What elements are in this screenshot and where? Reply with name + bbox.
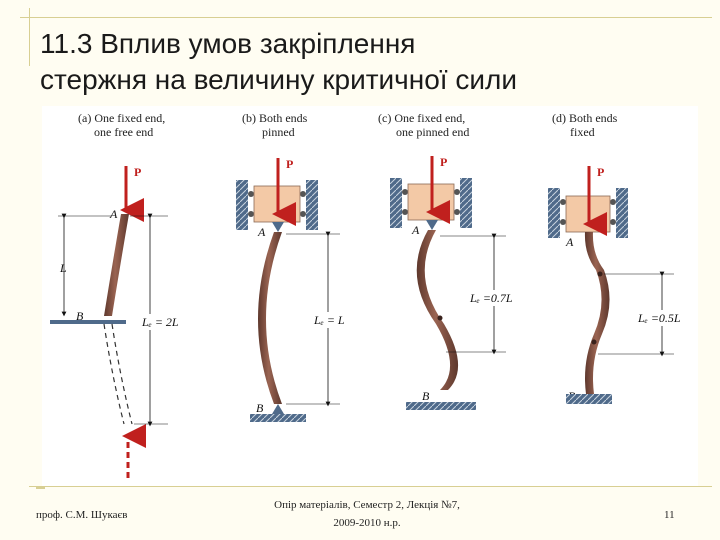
- case-b-roller: [300, 191, 306, 197]
- case-a-ground: [50, 320, 126, 324]
- case-d-wall-right: [616, 188, 628, 238]
- case-b-wall-right: [306, 180, 318, 230]
- case-a-span-label: L: [59, 261, 67, 275]
- case-d-caption-line2: fixed: [570, 125, 595, 139]
- frame-left-line: [29, 8, 30, 66]
- case-a: (a) One fixed end, one free end P A B L …: [50, 111, 184, 478]
- case-c-roller: [454, 209, 460, 215]
- footer-course-line1: Опір матеріалів, Семестр 2, Лекція №7,: [274, 499, 460, 511]
- case-d-roller: [610, 219, 616, 225]
- case-a-column: [104, 214, 129, 316]
- case-c-roller: [454, 189, 460, 195]
- case-a-caption-line2: one free end: [94, 125, 153, 139]
- case-b-wall-left: [236, 180, 248, 230]
- case-b-roller: [248, 211, 254, 217]
- case-a-caption-line1: (a) One fixed end,: [78, 111, 165, 125]
- case-c-wall-left: [390, 178, 402, 228]
- case-a-mirror-left: [103, 323, 125, 425]
- slide-title-line2: стержня на величину критичної сили: [40, 64, 517, 95]
- case-c-length-label: Lₑ =0.7L: [469, 291, 513, 305]
- footer-page-number: 11: [664, 509, 675, 521]
- footer-author: проф. С.М. Шукаєв: [36, 509, 128, 521]
- case-d-roller: [610, 199, 616, 205]
- case-d-top-label: A: [565, 235, 574, 249]
- case-b-ground: [250, 414, 306, 422]
- case-c-roller: [402, 209, 408, 215]
- case-a-top-label: A: [109, 207, 118, 221]
- case-c-force-label: P: [440, 155, 447, 169]
- footer-course: Опір матеріалів, Семестр 2, Лекція №7, 2…: [252, 496, 482, 532]
- case-c-roller: [402, 189, 408, 195]
- case-a-bottom-label: B: [76, 309, 84, 323]
- case-c-top-label: A: [411, 223, 420, 237]
- case-b-caption-line2: pinned: [262, 125, 295, 139]
- case-d-length-label: Lₑ =0.5L: [637, 311, 681, 325]
- case-b-pin-bottom: [272, 404, 284, 414]
- case-c-bottom-label: B: [422, 389, 430, 403]
- case-a-length-bg: [140, 314, 184, 330]
- case-d-wall-left: [548, 188, 560, 238]
- case-d-caption-line1: (d) Both ends: [552, 111, 618, 125]
- case-c-ground: [406, 402, 476, 410]
- case-d: (d) Both ends fixed P A B Lₑ =0.5L: [548, 111, 698, 404]
- footer-course-line2: 2009-2010 н.р.: [333, 517, 401, 529]
- case-a-mirror-right: [111, 323, 133, 425]
- frame-top-line: [20, 17, 712, 18]
- case-c-caption-line2: one pinned end: [396, 125, 469, 139]
- case-d-force-label: P: [597, 165, 604, 179]
- case-b-length-label: Lₑ = L: [313, 313, 345, 327]
- case-c-length-bg: [468, 290, 532, 306]
- case-c: (c) One fixed end, one pinned end P A B …: [378, 111, 532, 410]
- case-c-caption-line1: (c) One fixed end,: [378, 111, 465, 125]
- case-d-inflection-bottom: [591, 339, 597, 345]
- case-c-pin-top: [426, 220, 438, 230]
- frame-bottom-line: [29, 486, 712, 487]
- case-b-length-bg: [312, 312, 362, 328]
- case-b-roller: [300, 211, 306, 217]
- case-a-length-label: Lₑ = 2L: [141, 315, 179, 329]
- case-c-wall-right: [460, 178, 472, 228]
- case-d-column: [584, 232, 610, 394]
- case-b-bottom-label: B: [256, 401, 264, 415]
- case-b-pin-top: [272, 222, 284, 232]
- case-b-roller: [248, 191, 254, 197]
- case-b-caption-line1: (b) Both ends: [242, 111, 308, 125]
- case-c-inflection-point: [437, 315, 443, 321]
- case-a-force-label: P: [134, 165, 141, 179]
- case-b-force-label: P: [286, 157, 293, 171]
- buckling-figure: (a) One fixed end, one free end P A B L …: [42, 106, 698, 486]
- case-d-roller: [560, 219, 566, 225]
- case-d-inflection-top: [597, 271, 603, 277]
- frame-tick: [36, 486, 45, 489]
- case-b: (b) Both ends pinned P A B Lₑ = L: [236, 111, 362, 422]
- slide-title: 11.3 Вплив умов закріплення стержня на в…: [40, 26, 710, 98]
- case-d-length-bg: [636, 310, 698, 326]
- slide-title-line1: 11.3 Вплив умов закріплення: [40, 28, 416, 59]
- case-b-column: [258, 232, 282, 404]
- case-c-column: [416, 230, 459, 390]
- case-d-ground: [566, 394, 612, 404]
- case-d-roller: [560, 199, 566, 205]
- case-b-top-label: A: [257, 225, 266, 239]
